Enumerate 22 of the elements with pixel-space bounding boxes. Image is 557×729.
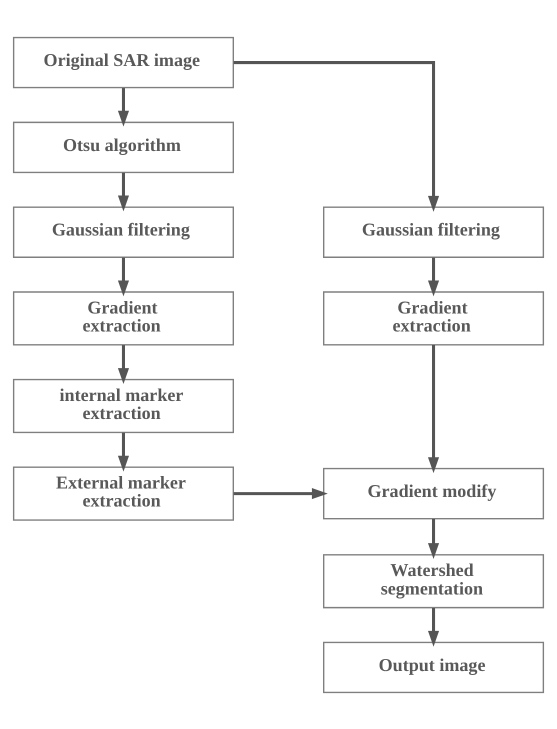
arrow	[428, 344, 440, 473]
arrow	[118, 88, 130, 126]
arrow	[428, 257, 440, 296]
node-box: Gradient extraction	[12, 290, 234, 346]
arrow	[118, 257, 130, 296]
node-box: Otsu algorithm	[12, 121, 234, 173]
arrow	[428, 518, 440, 559]
node-box: Gradient extraction	[323, 290, 544, 346]
node-box: Gaussian filtering	[12, 206, 234, 258]
arrow	[118, 172, 130, 211]
node-box: Gaussian filtering	[323, 206, 544, 258]
node-box: Gradient modify	[323, 467, 544, 519]
arrow	[428, 608, 440, 646]
arrow	[118, 432, 130, 472]
node-box: Output image	[323, 641, 544, 693]
arrow	[234, 488, 328, 499]
node-box: External marker extraction	[12, 466, 234, 520]
node-box: Original SAR image	[12, 36, 234, 88]
node-box: internal marker extraction	[12, 378, 234, 433]
arrow	[234, 60, 440, 212]
node-box: Watershed segmentation	[323, 554, 544, 608]
arrow	[118, 344, 130, 384]
